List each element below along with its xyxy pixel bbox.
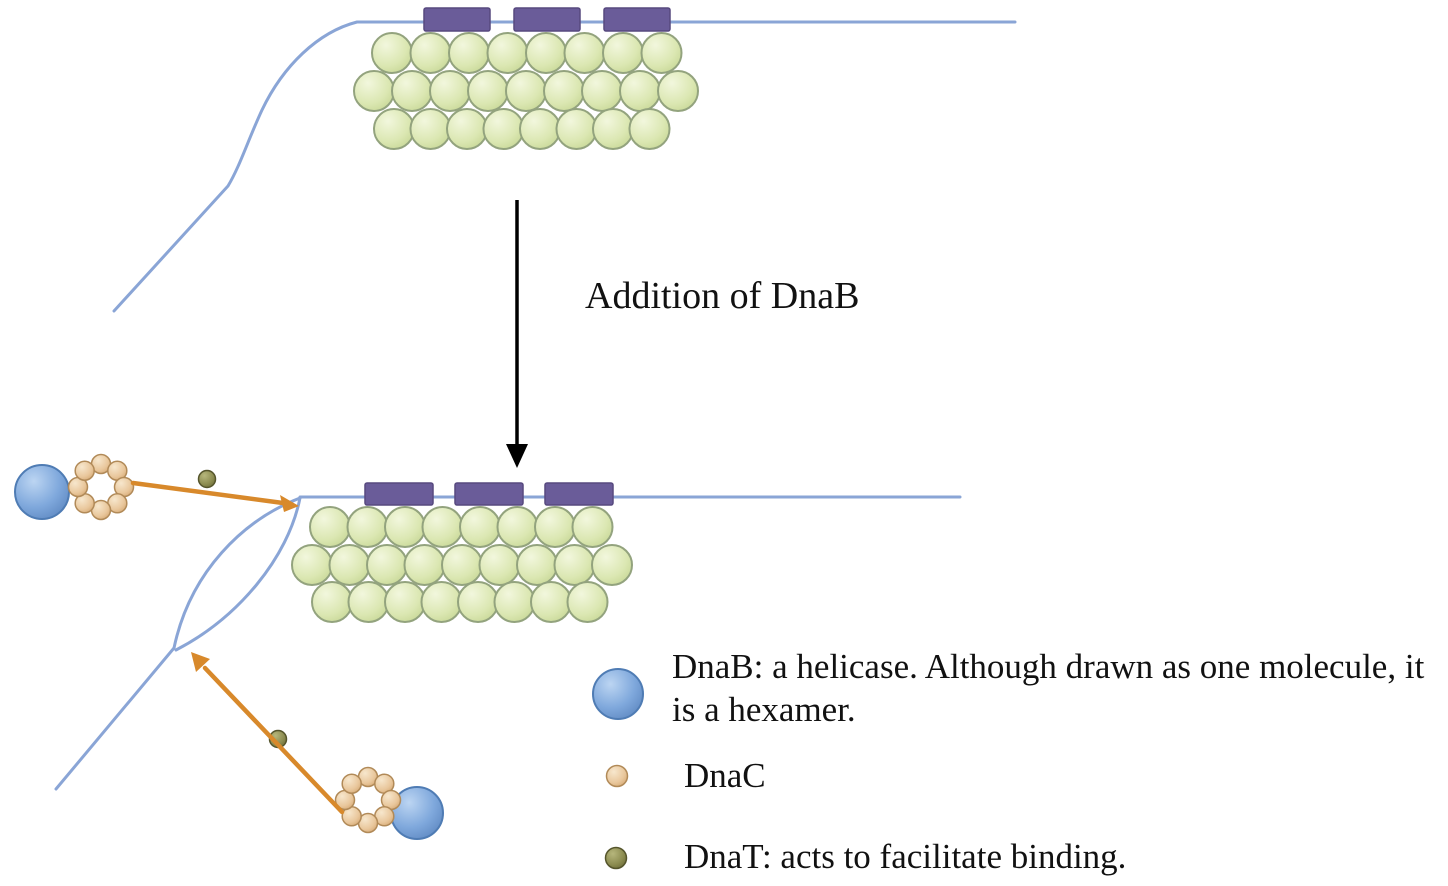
- ssb-protein: [566, 581, 609, 623]
- ssb-protein: [478, 544, 521, 586]
- ssb-protein: [530, 581, 572, 623]
- ssb-protein: [555, 108, 598, 150]
- ssb-protein: [403, 544, 446, 586]
- ssb-protein: [429, 70, 471, 112]
- ssb-protein: [525, 32, 567, 74]
- ssb-protein: [353, 70, 395, 112]
- legend-dnab-label: DnaB: a helicase. Although drawn as one …: [672, 647, 1434, 730]
- dna-box: [454, 482, 524, 506]
- dnab-helicase: [14, 464, 70, 520]
- dna-box: [423, 7, 491, 32]
- dna-strand-tail: [54, 646, 176, 791]
- ssb-protein: [516, 544, 558, 586]
- dna-strand: [112, 20, 1017, 313]
- ssb-protein: [384, 506, 426, 548]
- ssb-protein: [457, 581, 499, 623]
- dnab-dnac-complex-lower: [334, 766, 444, 840]
- ssb-protein: [591, 544, 633, 586]
- dnac-ring: [334, 766, 402, 834]
- ssb-protein: [391, 70, 433, 112]
- dna-box: [603, 7, 671, 32]
- bottom-dna-molecule: [54, 482, 962, 791]
- dna-box: [513, 7, 581, 32]
- ssb-protein: [446, 108, 488, 150]
- ssb-protein: [505, 70, 547, 112]
- ssb-protein: [409, 32, 452, 74]
- ssb-protein: [563, 32, 606, 74]
- ssb-protein: [496, 506, 539, 548]
- legend-icons: [592, 668, 644, 870]
- orange-arrow-upper: [130, 480, 299, 512]
- replication-bubble-inner-strand: [174, 496, 302, 652]
- ssb-protein: [347, 581, 390, 623]
- ssb-protein: [619, 70, 661, 112]
- ssb-protein: [328, 544, 371, 586]
- dnab-dnac-complex-upper: [14, 453, 135, 521]
- ssb-protein: [657, 70, 699, 112]
- ssb-protein-cluster: [353, 32, 699, 150]
- ssb-protein: [628, 108, 671, 150]
- addition-arrow: [506, 200, 528, 468]
- orange-arrow-shaft: [130, 480, 286, 506]
- ssb-protein: [371, 32, 413, 74]
- legend-dnat-icon: [604, 846, 628, 870]
- ssb-protein: [543, 70, 585, 112]
- ssb-protein: [409, 108, 452, 150]
- dna-box: [364, 482, 434, 506]
- ssb-protein: [311, 581, 353, 623]
- orange-arrow-shaft: [202, 665, 345, 815]
- legend-dnat-label: DnaT: acts to facilitate binding.: [684, 837, 1127, 876]
- down-arrow-head: [506, 444, 528, 468]
- ssb-protein: [441, 544, 483, 586]
- ssb-protein: [373, 108, 415, 150]
- top-dna-molecule: [112, 7, 1017, 313]
- orange-arrow-head: [280, 495, 299, 512]
- ssb-protein: [581, 70, 623, 112]
- ssb-protein: [534, 506, 576, 548]
- ssb-protein: [482, 108, 525, 150]
- orange-arrow-head: [191, 652, 210, 672]
- dna-box: [544, 482, 614, 506]
- dnac-ring: [67, 453, 135, 521]
- ssb-protein: [420, 581, 463, 623]
- ssb-protein: [421, 506, 464, 548]
- process-step-label: Addition of DnaB: [585, 275, 860, 317]
- ssb-protein: [571, 506, 614, 548]
- ssb-protein: [592, 108, 634, 150]
- orange-arrow-lower: [191, 652, 345, 815]
- replication-bubble-outer-strand: [172, 496, 302, 650]
- dnac-protein: [341, 773, 362, 794]
- legend-dnac-icon: [605, 764, 629, 788]
- ssb-protein: [640, 32, 683, 74]
- ssb-protein: [384, 581, 426, 623]
- ssb-protein: [602, 32, 644, 74]
- ssb-protein: [309, 506, 351, 548]
- ssb-protein: [366, 544, 408, 586]
- ssb-protein: [346, 506, 389, 548]
- ssb-protein: [467, 70, 509, 112]
- ssb-protein: [519, 108, 561, 150]
- ssb-protein: [459, 506, 501, 548]
- ssb-protein: [448, 32, 490, 74]
- ssb-protein: [291, 544, 333, 586]
- legend-dnac-label: DnaC: [684, 756, 766, 795]
- ssb-protein: [553, 544, 596, 586]
- dnat-protein: [197, 469, 217, 489]
- legend-dnab-icon: [592, 668, 644, 720]
- ssb-protein: [493, 581, 536, 623]
- dnac-protein: [74, 460, 95, 481]
- ssb-protein-cluster: [291, 506, 633, 623]
- ssb-protein: [486, 32, 529, 74]
